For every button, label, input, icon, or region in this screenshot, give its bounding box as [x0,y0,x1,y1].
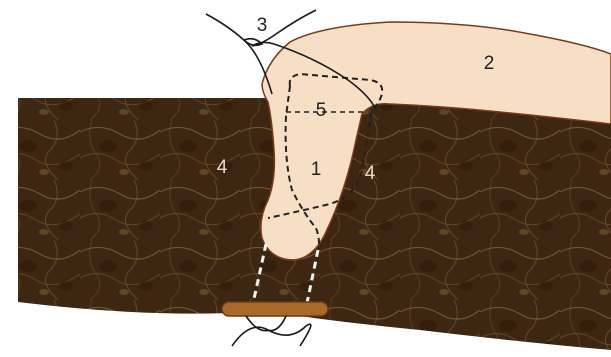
bottom-knot [232,316,311,346]
bolster [222,302,328,316]
label-2: 2 [484,53,495,74]
label-3: 3 [257,15,268,36]
label-5: 5 [316,100,327,121]
label-1: 1 [311,159,322,180]
label-4-left: 4 [217,157,228,178]
label-4-right: 4 [365,163,376,184]
